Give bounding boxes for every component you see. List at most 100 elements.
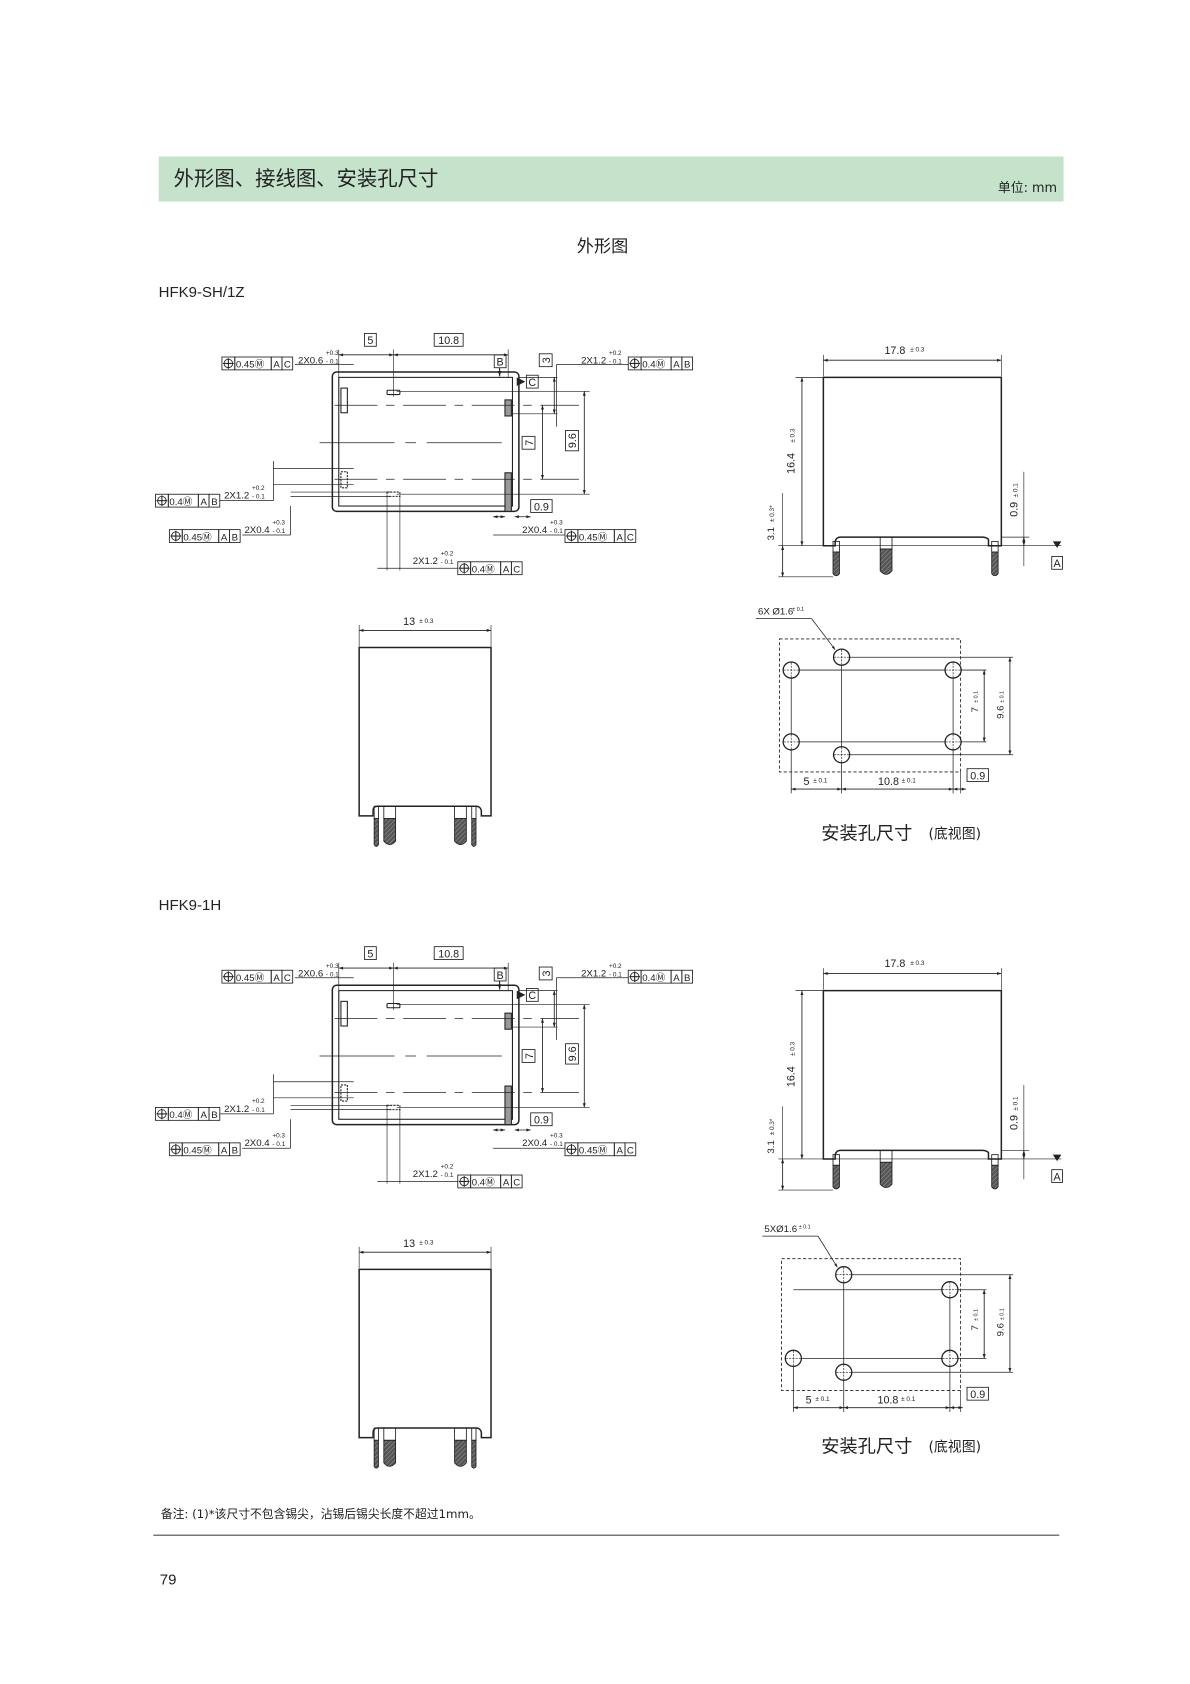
fcf-datum: A bbox=[200, 497, 207, 508]
fcf-datum-cell bbox=[281, 969, 294, 984]
side-height-tol: ± 0.3 bbox=[789, 1041, 796, 1056]
callout-size: 2X0.6 bbox=[298, 355, 323, 366]
side-height-tol: ± 0.3 bbox=[789, 428, 796, 443]
fcf-datum-cell bbox=[681, 969, 694, 984]
leader-line bbox=[817, 1235, 838, 1268]
tolerance-minus: - 0.1 bbox=[252, 494, 265, 501]
hole-spacing-5: 5 bbox=[804, 776, 810, 788]
dimension-value: 7 bbox=[524, 1053, 536, 1059]
tolerance-plus: +0.2 bbox=[609, 350, 622, 357]
hole-spacing-7-tol: ± 0.1 bbox=[974, 1309, 980, 1321]
dimension-box bbox=[538, 353, 553, 368]
relay-side-body bbox=[822, 376, 1003, 547]
fcf-tolerance: 0.4Ⓜ bbox=[169, 497, 192, 508]
tolerance-minus: - 0.1 bbox=[272, 1141, 285, 1148]
dimension-value: 10.8 bbox=[438, 948, 459, 960]
side-pin bbox=[832, 1154, 840, 1166]
dim-10-8-box: 10.8 bbox=[433, 946, 464, 960]
fcf-datum: A bbox=[503, 1178, 510, 1189]
dimension-box bbox=[364, 946, 377, 960]
front-pin bbox=[471, 1427, 477, 1441]
side-pin bbox=[991, 551, 999, 577]
datum-c-box: C bbox=[525, 988, 539, 1002]
mounting-hole bbox=[944, 661, 962, 679]
dim-3-box: 3 bbox=[538, 353, 553, 368]
fcf-tolerance: 0.4Ⓜ bbox=[642, 360, 665, 371]
fcf-datum: A bbox=[616, 532, 623, 543]
front-view-drawing: 13± 0.3 bbox=[358, 1238, 492, 1469]
standoff-value: 0.9 bbox=[1008, 502, 1020, 517]
dimension-box bbox=[565, 430, 579, 452]
callout-size: 2X0.4 bbox=[244, 1138, 270, 1149]
pin-outline bbox=[340, 471, 348, 489]
dimension-box bbox=[1051, 555, 1063, 570]
dimension-value: 0.9 bbox=[970, 770, 985, 782]
tolerance-minus: - 0.1 bbox=[441, 559, 454, 566]
fcf-datum-cell bbox=[510, 1174, 523, 1189]
fcf-datum: B bbox=[211, 1110, 217, 1121]
pin-shaded bbox=[504, 1085, 512, 1126]
fcf-datum-cell bbox=[510, 561, 523, 576]
tolerance-plus: +0.3 bbox=[550, 519, 563, 526]
dimension-value: 3 bbox=[541, 970, 553, 976]
tolerance-plus: +0.2 bbox=[441, 550, 454, 557]
tolerance-minus: - 0.1 bbox=[326, 358, 339, 365]
front-pin bbox=[454, 1427, 467, 1441]
fcf-datum: B bbox=[211, 497, 217, 508]
tolerance-minus: - 0.1 bbox=[272, 528, 285, 535]
fcf-datum: A bbox=[221, 532, 228, 543]
dimension-value: 0.9 bbox=[534, 501, 549, 513]
standoff-tol: ± 0.1 bbox=[1012, 1096, 1019, 1111]
mounting-hole bbox=[835, 1363, 853, 1381]
side-pin bbox=[832, 551, 840, 577]
fcf-datum: A bbox=[673, 973, 680, 984]
fcf-tolerance: 0.45Ⓜ bbox=[579, 532, 608, 543]
dimension-value: B bbox=[497, 970, 504, 982]
dimension-value: 7 bbox=[524, 440, 536, 446]
side-width-value: 17.8 bbox=[884, 958, 905, 970]
leader-line bbox=[811, 618, 836, 650]
front-pin bbox=[454, 818, 467, 845]
callout-size: 2X1.2 bbox=[581, 969, 606, 980]
tolerance-minus: - 0.1 bbox=[609, 358, 622, 365]
callout-size: 2X1.2 bbox=[413, 556, 438, 567]
tolerance-plus: +0.3 bbox=[272, 1132, 285, 1139]
side-pin bbox=[879, 1161, 893, 1189]
fcf-tolerance: 0.45Ⓜ bbox=[183, 532, 212, 543]
side-pin bbox=[991, 540, 999, 553]
fcf-datum-cell bbox=[281, 356, 294, 371]
dimension-value: C bbox=[528, 990, 536, 1002]
hole-caption: 安装孔尺寸 bbox=[821, 823, 912, 844]
hole-spacing-10-8: 10.8 bbox=[878, 776, 899, 788]
dim-7-box: 7 bbox=[521, 435, 536, 450]
pin-outline bbox=[340, 1000, 348, 1027]
tolerance-plus: +0.3 bbox=[326, 350, 339, 357]
tolerance-plus: +0.3 bbox=[272, 519, 285, 526]
front-pin bbox=[373, 818, 379, 847]
fcf-datum-cell bbox=[624, 1142, 637, 1157]
hole-spacing-5-tol: ± 0.1 bbox=[815, 1396, 830, 1403]
relay-body-inner bbox=[338, 990, 513, 1120]
relay-body-inner bbox=[338, 376, 513, 507]
model-name: HFK9-1H bbox=[159, 897, 222, 914]
side-pin bbox=[991, 1164, 999, 1190]
pin-outline bbox=[340, 1084, 348, 1102]
front-pin bbox=[471, 818, 477, 847]
relay-side-body bbox=[822, 989, 1003, 1160]
dimension-box bbox=[538, 966, 553, 981]
callout-size: 2X0.4 bbox=[522, 1138, 548, 1149]
hole-diameter-callout: 6X Ø1.6 bbox=[758, 606, 793, 617]
fcf-datum: B bbox=[684, 973, 690, 984]
mounting-hole bbox=[832, 746, 851, 764]
dim-9-6-box: 9.6 bbox=[565, 430, 579, 452]
mounting-hole bbox=[941, 1349, 959, 1368]
tolerance-plus: +0.2 bbox=[609, 963, 622, 970]
